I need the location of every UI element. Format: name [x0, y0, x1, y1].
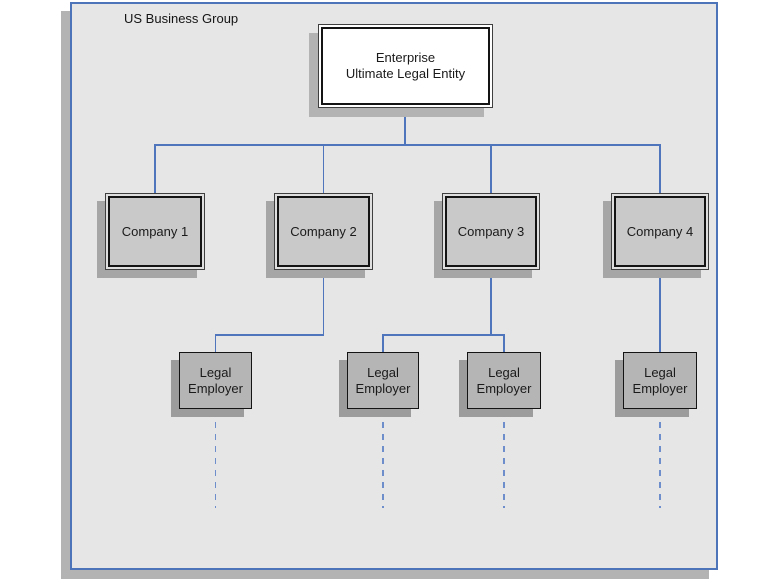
- legal-employer-label-line1: Legal: [199, 364, 232, 380]
- company-node-1: Company 1: [105, 193, 205, 270]
- dashed-line-employer1: [214, 410, 217, 508]
- enterprise-label-line1: Enterprise: [375, 50, 436, 65]
- legal-employer-label-line1: Legal: [488, 364, 520, 380]
- legal-employer-label-line2: Employer: [476, 380, 532, 396]
- dashed-line-employer3: [503, 410, 505, 508]
- connector-company3-stem: [490, 270, 492, 336]
- connector-enterprise-trunk: [404, 108, 406, 146]
- company-node-3: Company 3: [442, 193, 540, 270]
- legal-employer-node-2: Legal Employer: [347, 352, 419, 409]
- company-label: Company 2: [290, 223, 357, 239]
- legal-employer-label-line1: Legal: [644, 364, 676, 380]
- connector-company2-branch: [215, 334, 324, 336]
- company-label: Company 3: [457, 223, 525, 239]
- connector-company2-drop: [322, 144, 325, 194]
- business-group-title: US Business Group: [124, 11, 239, 26]
- legal-employer-node-4: Legal Employer: [623, 352, 697, 409]
- enterprise-node: Enterprise Ultimate Legal Entity: [318, 24, 493, 108]
- legal-employer-label-line1: Legal: [367, 364, 399, 380]
- connector-company4-stem: [659, 270, 661, 353]
- connector-company2-stem: [322, 270, 325, 336]
- company-node-2: Company 2: [274, 193, 373, 270]
- legal-employer-node-3: Legal Employer: [467, 352, 541, 409]
- legal-employer-label-line2: Employer: [355, 380, 411, 396]
- connector-company4-drop: [659, 144, 661, 194]
- legal-employer-label-line2: Employer: [188, 380, 243, 396]
- connector-level1-bus: [155, 144, 660, 146]
- company-label: Company 1: [121, 223, 189, 239]
- dashed-line-employer2: [382, 410, 384, 508]
- connector-employer2-drop: [382, 334, 384, 353]
- connector-company3-drop: [490, 144, 492, 194]
- connector-company3-branch: [383, 334, 505, 336]
- dashed-line-employer4: [659, 410, 661, 508]
- legal-employer-label-line2: Employer: [632, 380, 688, 396]
- connector-company1-drop: [154, 144, 156, 194]
- connector-employer1-drop: [214, 334, 217, 353]
- enterprise-label-line2: Ultimate Legal Entity: [345, 66, 466, 81]
- company-label: Company 4: [626, 223, 694, 239]
- connector-employer3-drop: [503, 334, 505, 353]
- legal-employer-node-1: Legal Employer: [179, 352, 252, 409]
- company-node-4: Company 4: [611, 193, 709, 270]
